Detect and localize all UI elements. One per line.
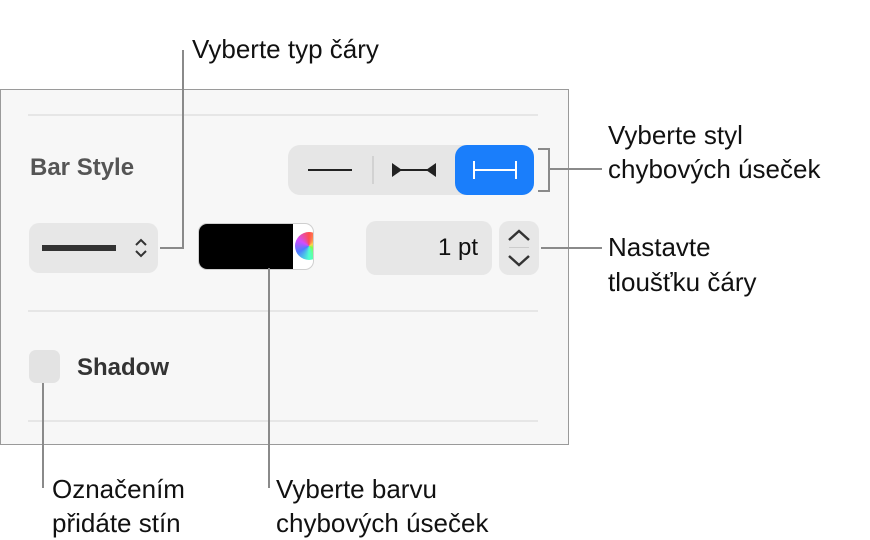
callout-line-type: Vyberte typ čáry <box>192 34 379 64</box>
callout-shadow-2: přidáte stín <box>52 508 181 538</box>
line-flat-caps-icon <box>472 161 517 179</box>
divider <box>28 114 538 116</box>
callout-line <box>550 168 602 170</box>
callout-color-2: chybových úseček <box>276 508 489 538</box>
callout-color-1: Vyberte barvu <box>276 474 437 504</box>
callout-line <box>182 50 184 248</box>
color-wheel-icon[interactable] <box>295 232 313 260</box>
color-swatch[interactable] <box>199 224 293 269</box>
style-flat-caps-button[interactable] <box>455 145 534 195</box>
style-no-caps-button[interactable] <box>288 145 372 195</box>
callout-shadow-1: Označením <box>52 474 185 504</box>
stroke-width-field[interactable]: 1 pt <box>366 221 492 275</box>
segment-divider <box>372 156 374 184</box>
style-arrow-caps-button[interactable] <box>374 145 454 195</box>
bar-style-label: Bar Style <box>30 154 135 181</box>
callout-stroke-1: Nastavte <box>608 232 711 262</box>
callout-bracket <box>548 148 550 192</box>
line-arrow-caps-icon <box>392 163 436 177</box>
line-no-caps-icon <box>308 169 352 171</box>
callout-line <box>268 268 270 488</box>
callout-bracket <box>538 190 550 192</box>
stroke-width-value[interactable]: 1 pt <box>437 234 478 261</box>
callout-line <box>42 383 44 488</box>
shadow-checkbox[interactable] <box>29 350 60 383</box>
callout-bar-style-2: chybových úseček <box>608 154 821 184</box>
callout-bar-style-1: Vyberte styl <box>608 120 743 150</box>
line-type-popup[interactable] <box>29 223 158 273</box>
chevron-up-down-icon <box>135 238 147 258</box>
solid-line-icon <box>42 245 116 251</box>
callout-bracket <box>538 148 550 150</box>
color-well[interactable] <box>199 224 313 269</box>
callout-stroke-2: tloušťku čáry <box>608 267 757 297</box>
divider <box>28 310 538 312</box>
shadow-label: Shadow <box>77 354 170 381</box>
callout-line <box>160 247 184 249</box>
callout-line <box>541 247 602 249</box>
stepper-arrows-icon <box>508 229 530 267</box>
error-bar-style-segmented-control[interactable] <box>288 145 534 195</box>
stroke-width-stepper[interactable] <box>499 221 539 275</box>
divider <box>28 420 538 422</box>
